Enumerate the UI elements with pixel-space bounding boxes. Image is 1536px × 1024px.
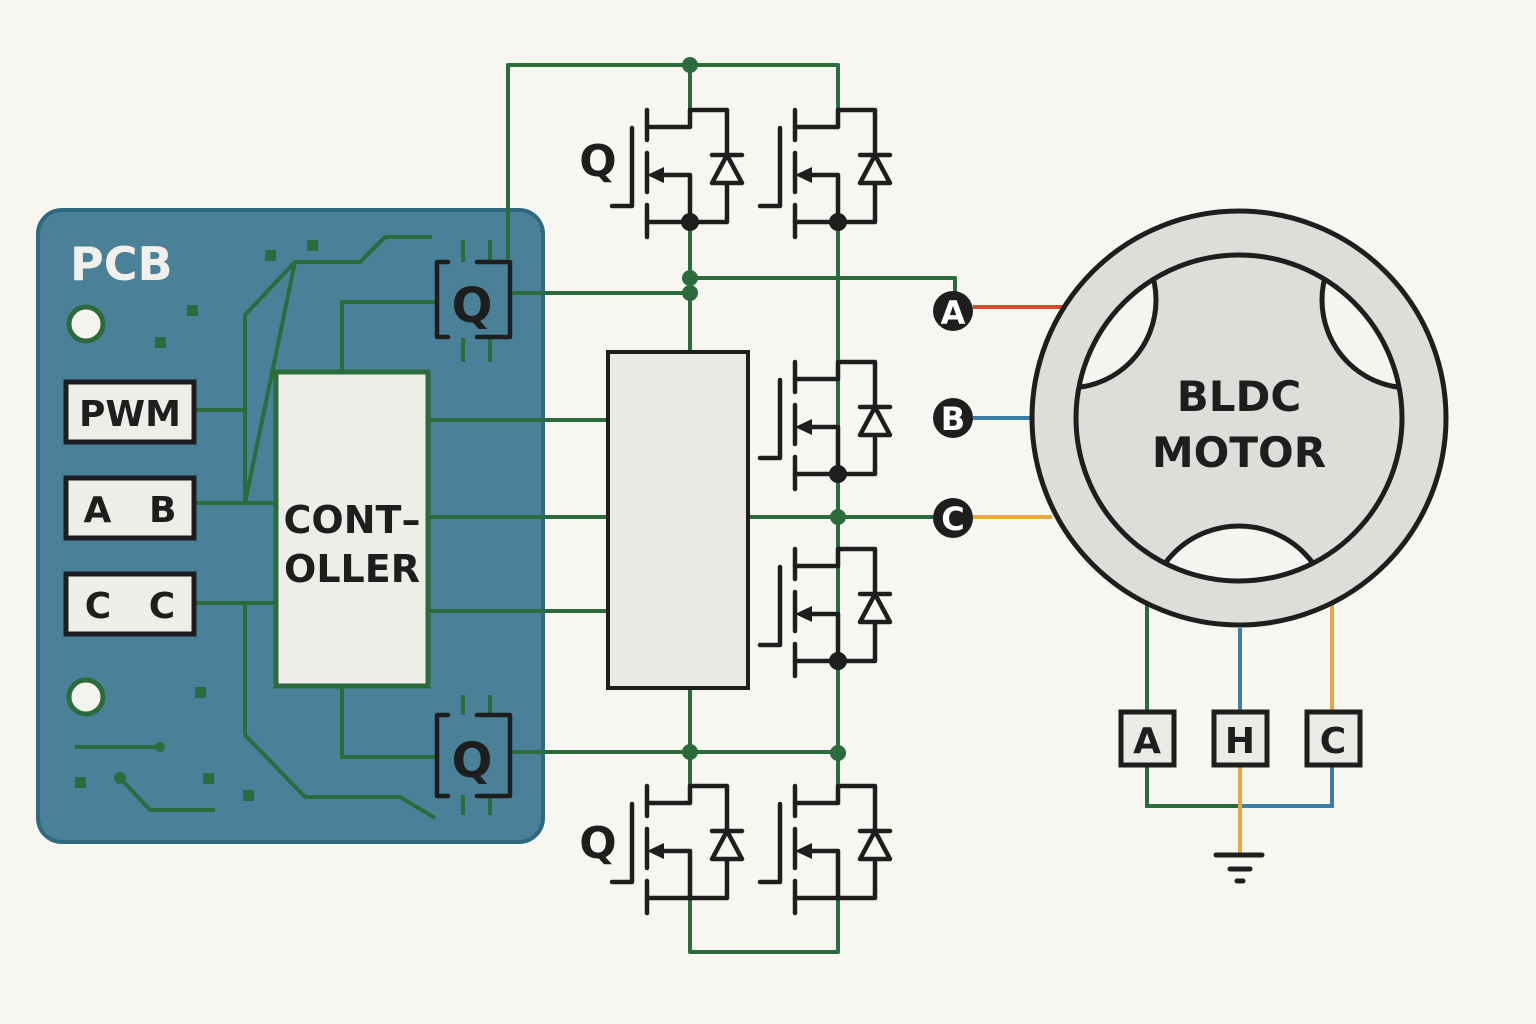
pcb-transistor-top: Q: [434, 240, 513, 362]
svg-text:Q: Q: [452, 733, 493, 789]
phase-terminal-a: A: [933, 291, 973, 332]
svg-text:C C: C C: [85, 586, 175, 627]
transistor-label: Q: [579, 818, 616, 869]
sensor-c: C: [1304, 709, 1363, 768]
svg-text:A: A: [1133, 721, 1161, 762]
bldc-motor: BLDC MOTOR: [1029, 208, 1449, 628]
mosfet-icon: [760, 549, 890, 676]
sensor-wiring: [1145, 605, 1334, 855]
connector-pwm: PWM: [63, 379, 197, 445]
svg-text:C: C: [1320, 721, 1346, 762]
pcb-transistor-bottom: Q: [434, 695, 513, 815]
svg-text:H: H: [1225, 721, 1255, 762]
bridge-wiring: [428, 57, 957, 954]
mosfet-icon: [760, 110, 890, 237]
mosfet-icon: [612, 786, 742, 913]
connector-cc: C C: [63, 571, 197, 637]
sensor-h: H: [1211, 709, 1270, 768]
svg-text:A: A: [941, 294, 966, 332]
svg-text:B: B: [941, 400, 965, 438]
svg-text:BLDC: BLDC: [1177, 372, 1301, 421]
svg-text:A B: A B: [84, 490, 177, 531]
sensor-a: A: [1118, 709, 1177, 768]
pcb-board: PCB PWM A B C: [36, 208, 545, 844]
mounting-hole: [66, 304, 106, 344]
transistor-label: Q: [579, 136, 616, 187]
pcb-traces: [75, 235, 437, 820]
connector-ab: A B: [63, 475, 197, 541]
pcb-title: PCB: [70, 237, 173, 291]
svg-text:OLLER: OLLER: [284, 547, 420, 591]
mosfet-icon: [612, 110, 742, 237]
mosfet-icon: [760, 362, 890, 489]
phase-terminal-c: C: [933, 498, 973, 538]
controller-chip: CONT– OLLER: [273, 369, 431, 689]
svg-text:MOTOR: MOTOR: [1152, 428, 1326, 477]
mosfet-icon: [760, 786, 890, 913]
svg-text:PWM: PWM: [79, 394, 181, 435]
svg-text:CONT–: CONT–: [284, 498, 421, 542]
svg-text:Q: Q: [452, 278, 493, 334]
gate-driver-block: [606, 350, 750, 690]
mounting-hole: [66, 677, 106, 717]
ground-icon: [1213, 852, 1265, 884]
svg-text:C: C: [941, 500, 964, 538]
phase-terminal-b: B: [933, 398, 973, 438]
